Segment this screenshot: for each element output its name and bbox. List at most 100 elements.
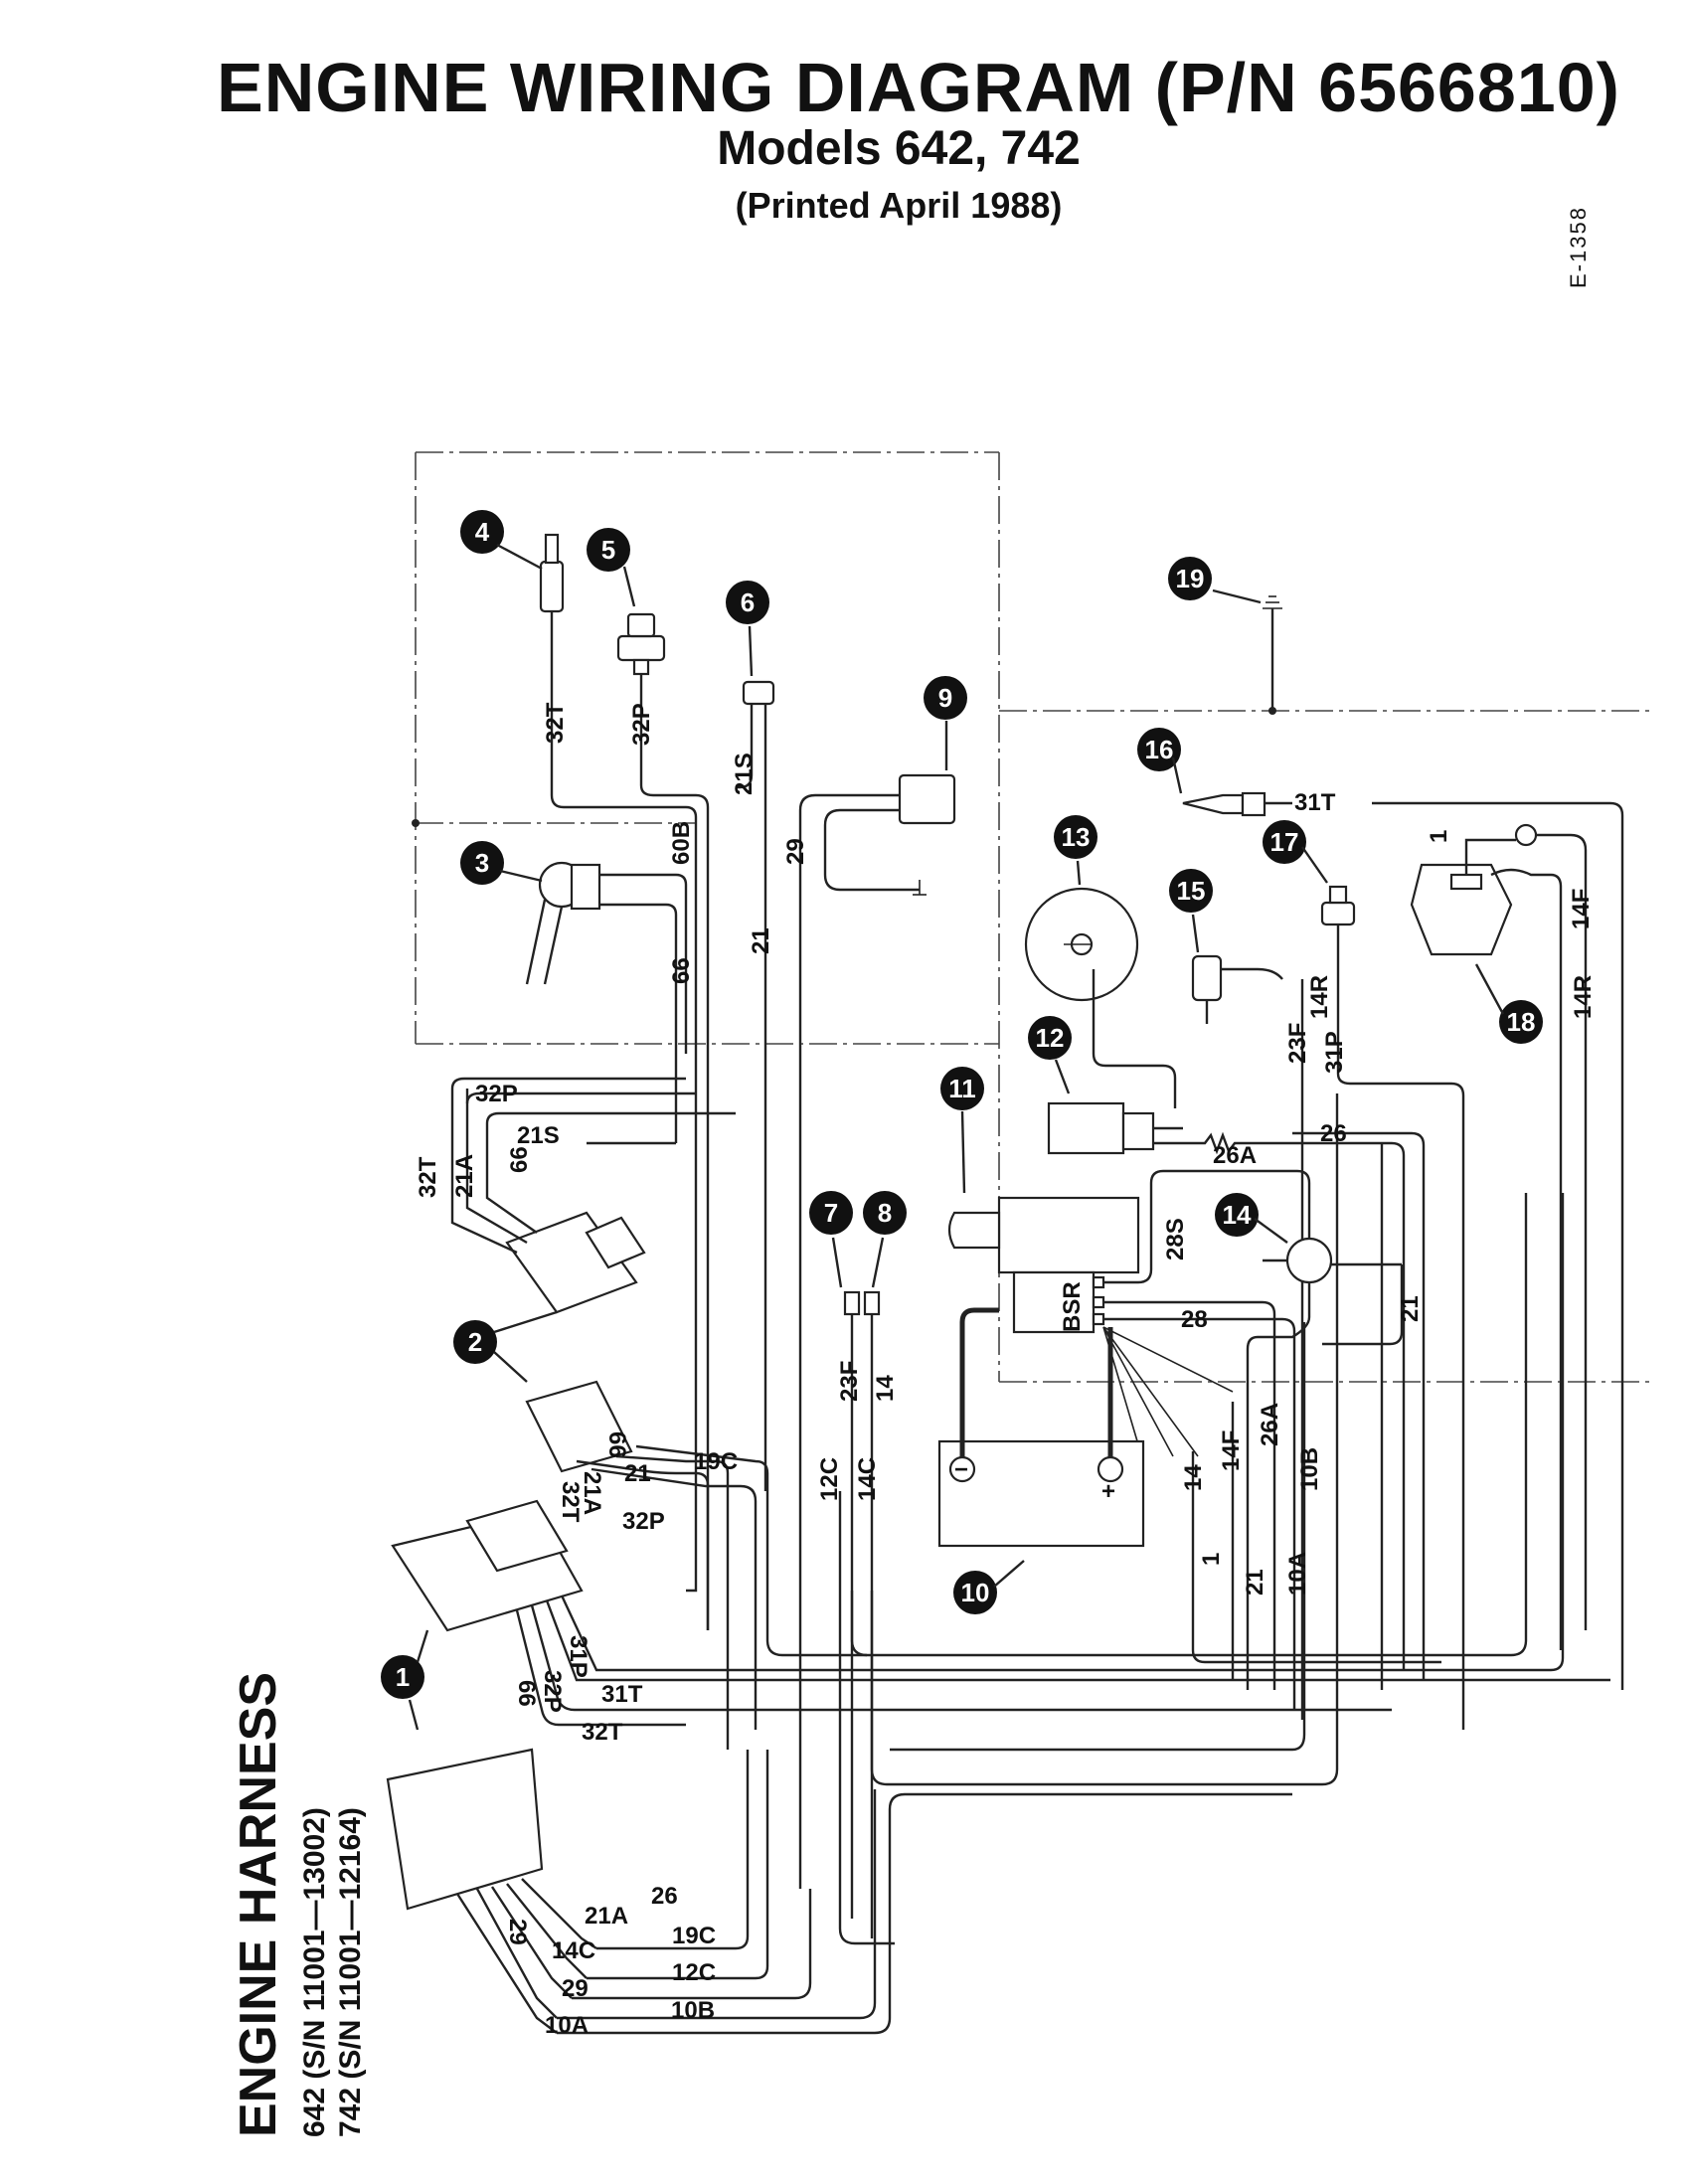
connector-1-upper: [391, 1193, 1610, 1727]
harness-bus: [686, 1054, 1441, 1945]
wire-label: 31T: [601, 1681, 643, 1708]
callout-4: 4: [460, 510, 504, 554]
connector-2-upper: [450, 1077, 736, 1314]
wire-label: 21: [624, 1460, 651, 1487]
temperature-sender-16: [1182, 791, 1624, 1690]
callout-19: 19: [1168, 557, 1212, 600]
wire-label: 32T: [557, 1481, 584, 1523]
engine-area-boundary: [412, 451, 1650, 1383]
wire-label: 32T: [542, 702, 569, 744]
temperature-sender-4: [539, 533, 698, 1054]
wire-label: 31T: [1294, 789, 1336, 816]
wire-label: 14C: [552, 1937, 595, 1964]
callout-13: 13: [1054, 815, 1097, 859]
wire-label: 60B: [668, 821, 695, 865]
wire-label: 32P: [628, 703, 655, 746]
svg-text:11: 11: [948, 1074, 976, 1103]
ground-terminal-19: [1263, 595, 1282, 711]
ignition-module-12: [1047, 1101, 1426, 1680]
fuel-solenoid-15: [1191, 954, 1304, 1720]
print-date: (Printed April 1988): [735, 185, 1063, 226]
diode-junction-14: [1246, 1203, 1402, 1690]
callout-12: 12: [1028, 1016, 1072, 1060]
callout-9: 9: [924, 676, 967, 720]
wire-label: 23F: [836, 1361, 863, 1402]
svg-text:3: 3: [475, 848, 489, 878]
wire-label: 21: [1242, 1569, 1268, 1596]
callout-arrows: [408, 543, 1505, 1731]
wire-label: 19C: [694, 1448, 738, 1475]
wire-label: 19C: [672, 1923, 716, 1949]
wire-label: 26: [651, 1883, 678, 1910]
wire-label: 21A: [451, 1154, 478, 1198]
connector-1-lower: [386, 1748, 1292, 2035]
wire-label: 14F: [1568, 889, 1595, 929]
svg-text:4: 4: [475, 517, 490, 547]
wire-label: 66: [506, 1146, 533, 1173]
wire-label: 14: [872, 1375, 899, 1402]
sending-unit-13: [1024, 887, 1177, 1108]
connector-2-lower: [525, 1193, 1528, 1750]
svg-text:12: 12: [1036, 1023, 1065, 1053]
wire-label: 21: [1397, 1295, 1424, 1322]
svg-text:1: 1: [396, 1662, 410, 1692]
wire-label: 29: [562, 1975, 589, 2002]
svg-text:9: 9: [938, 683, 952, 713]
wire-label: 66: [603, 1431, 630, 1458]
wire-label: 29: [504, 1919, 531, 1945]
wire-label: 14R: [1306, 975, 1333, 1019]
svg-text:6: 6: [741, 588, 755, 617]
callout-8: 8: [863, 1191, 907, 1235]
bsr-terminals: BSR: [1059, 1281, 1086, 1332]
callout-16: 16: [1137, 728, 1181, 771]
callout-18: 18: [1499, 1000, 1543, 1044]
callout-6: 6: [726, 581, 769, 624]
callout-5: 5: [587, 528, 630, 572]
callout-markers: 1 2 3 4 5 6 7 8 9 10 11 12 13 14 15 16 1…: [381, 510, 1543, 1699]
callout-11: 11: [940, 1067, 984, 1110]
wire-label: 32P: [475, 1081, 518, 1107]
svg-text:14: 14: [1223, 1200, 1252, 1230]
wire-label: 10A: [545, 2012, 589, 2039]
svg-text:7: 7: [824, 1198, 838, 1228]
starter-solenoid-11: [947, 1169, 1311, 1710]
wire-label: 1: [1198, 1553, 1225, 1566]
wire-label: 10B: [1296, 1447, 1323, 1491]
wire-label: 32T: [415, 1156, 441, 1198]
wire-label: 26: [1320, 1120, 1347, 1147]
wire-label: 66: [513, 1680, 540, 1707]
callout-10: 10: [953, 1571, 997, 1614]
wire-label: 26A: [1213, 1142, 1257, 1169]
solenoid-3: [525, 861, 688, 1143]
wire-label: 23F: [1284, 1023, 1311, 1064]
pressure-switch-5: [616, 612, 710, 1074]
callout-15: 15: [1169, 869, 1213, 913]
page-title: ENGINE WIRING DIAGRAM (P/N 6566810): [217, 49, 1620, 126]
wire-label: 32T: [582, 1719, 623, 1746]
callout-1a: 1: [381, 1655, 424, 1699]
wire-label: 21S: [517, 1122, 560, 1149]
wire-label: 32P: [622, 1508, 665, 1535]
wire-label: 28S: [1162, 1218, 1189, 1260]
svg-text:13: 13: [1062, 822, 1091, 852]
wire-label: 31P: [1321, 1031, 1348, 1074]
wire-label: 14F: [1218, 1430, 1245, 1471]
svg-text:5: 5: [601, 535, 615, 565]
wire-label: 10A: [1284, 1552, 1311, 1596]
regulator-18: [1410, 823, 1588, 1650]
callout-3: 3: [460, 841, 504, 885]
wire-label: 21A: [579, 1471, 605, 1515]
wire-label: 66: [668, 957, 695, 984]
wire-label: 12C: [816, 1457, 843, 1501]
wire-labels: 32T 32P 21S 60B 66 21 29 32P 21S 32T 21A…: [415, 702, 1597, 2039]
switch-6: [736, 680, 775, 1113]
svg-text:15: 15: [1177, 876, 1206, 906]
wire-label: 21: [748, 927, 774, 954]
battery-10: [937, 1307, 1145, 1548]
wire-label: 12C: [672, 1959, 716, 1986]
wire-label: 14R: [1570, 975, 1597, 1019]
wire-label: 31P: [565, 1635, 591, 1678]
svg-text:18: 18: [1507, 1007, 1536, 1037]
wire-label: 21A: [585, 1903, 628, 1930]
battery-negative: −: [954, 1456, 968, 1483]
